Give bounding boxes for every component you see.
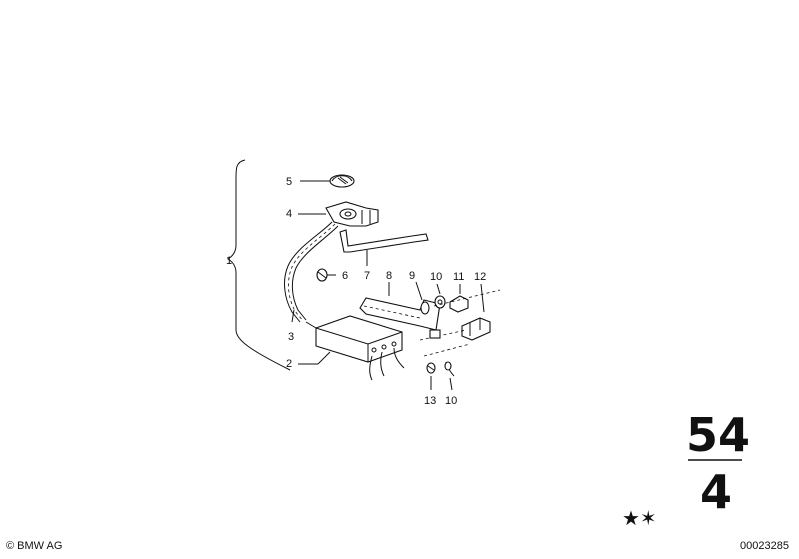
part-10-nut-lower[interactable] [444,361,455,377]
callout-5: 5 [286,176,292,188]
part-small-clip [429,329,441,339]
callout-12: 12 [474,271,486,283]
part-9-washer[interactable] [420,301,430,315]
callout-13: 13 [424,395,436,407]
callout-7: 7 [364,270,370,282]
part-5-cap[interactable] [329,174,355,188]
part-4-sensor-head[interactable] [325,201,379,227]
callout-4: 4 [286,208,292,220]
part-10-nut[interactable] [434,295,446,309]
part-7-tool[interactable] [339,229,429,253]
part-6-screw[interactable] [316,268,336,282]
callout-11: 11 [453,271,464,283]
part-3-cable[interactable] [284,221,339,323]
group-brace [227,159,291,371]
part-2-control-box[interactable] [305,315,405,381]
copyright: © BMW AG [6,540,63,552]
callout-9: 9 [409,270,415,282]
callout-8: 8 [386,270,392,282]
callout-1: 1 [226,255,232,267]
group-sub-number: 4 [700,465,732,519]
callout-2: 2 [286,358,292,370]
validity-marks: ★✶ [622,506,657,530]
callout-10-lower: 10 [445,395,457,407]
callout-6: 6 [342,270,348,282]
part-13-screw[interactable] [426,362,436,374]
callout-3: 3 [288,331,294,343]
group-main-number: 54 [686,408,750,462]
callout-10: 10 [430,271,442,283]
part-12-plug[interactable] [461,317,491,341]
diagram-code: 00023285 [740,540,789,552]
part-11-connector[interactable] [449,295,469,313]
